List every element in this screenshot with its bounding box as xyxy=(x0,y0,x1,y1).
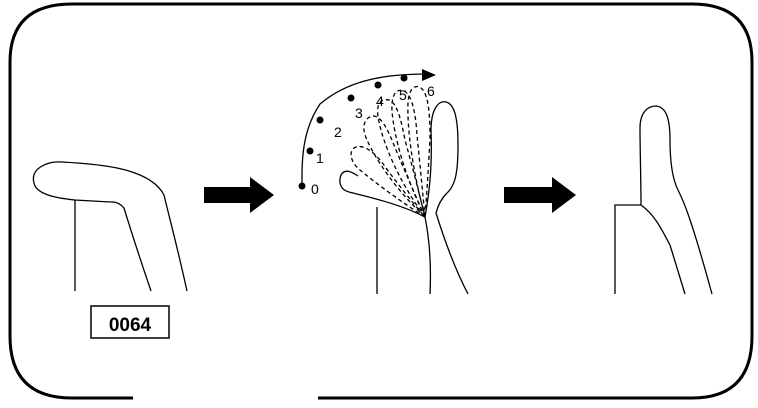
arrow-right-icon xyxy=(204,177,274,213)
position-dot xyxy=(400,74,408,82)
rounded-frame xyxy=(8,2,754,400)
figure-label: 0064 xyxy=(90,305,170,339)
intermediate-positions xyxy=(350,85,431,218)
result-outline xyxy=(614,105,713,295)
panel-initial-state xyxy=(32,161,188,292)
step-label: 6 xyxy=(427,83,435,99)
final-flap-outline xyxy=(424,101,469,295)
panel-final-state xyxy=(614,105,713,295)
step-label: 0 xyxy=(311,181,319,197)
step-label: 2 xyxy=(334,124,342,140)
position-dot xyxy=(306,147,314,155)
step-label: 5 xyxy=(399,87,407,103)
dashed-flap-1 xyxy=(350,145,426,218)
position-dot xyxy=(347,94,355,102)
initial-flap-bump xyxy=(339,170,359,193)
step-label: 1 xyxy=(316,150,324,166)
shaft-outline xyxy=(424,216,432,295)
dashed-flap-2 xyxy=(363,115,426,218)
panel-sweep-sequence xyxy=(298,69,469,295)
flap-outline xyxy=(32,161,188,292)
dashed-flap-5 xyxy=(407,85,431,218)
sweep-arc xyxy=(301,73,427,186)
step-labels: 0 1 2 3 4 5 6 xyxy=(311,83,435,197)
position-dots xyxy=(298,74,408,190)
position-dot xyxy=(298,182,306,190)
position-dot xyxy=(316,116,324,124)
arc-arrowhead-icon xyxy=(422,69,436,81)
figure-label-box xyxy=(90,305,170,339)
step-label: 3 xyxy=(355,105,363,121)
arrow-right-icon xyxy=(504,177,576,213)
base-lines xyxy=(348,191,426,294)
dashed-flap-3 xyxy=(376,99,426,218)
step-label: 4 xyxy=(376,93,384,109)
position-dot xyxy=(374,81,382,89)
figure-label-text: 0064 xyxy=(109,315,152,336)
